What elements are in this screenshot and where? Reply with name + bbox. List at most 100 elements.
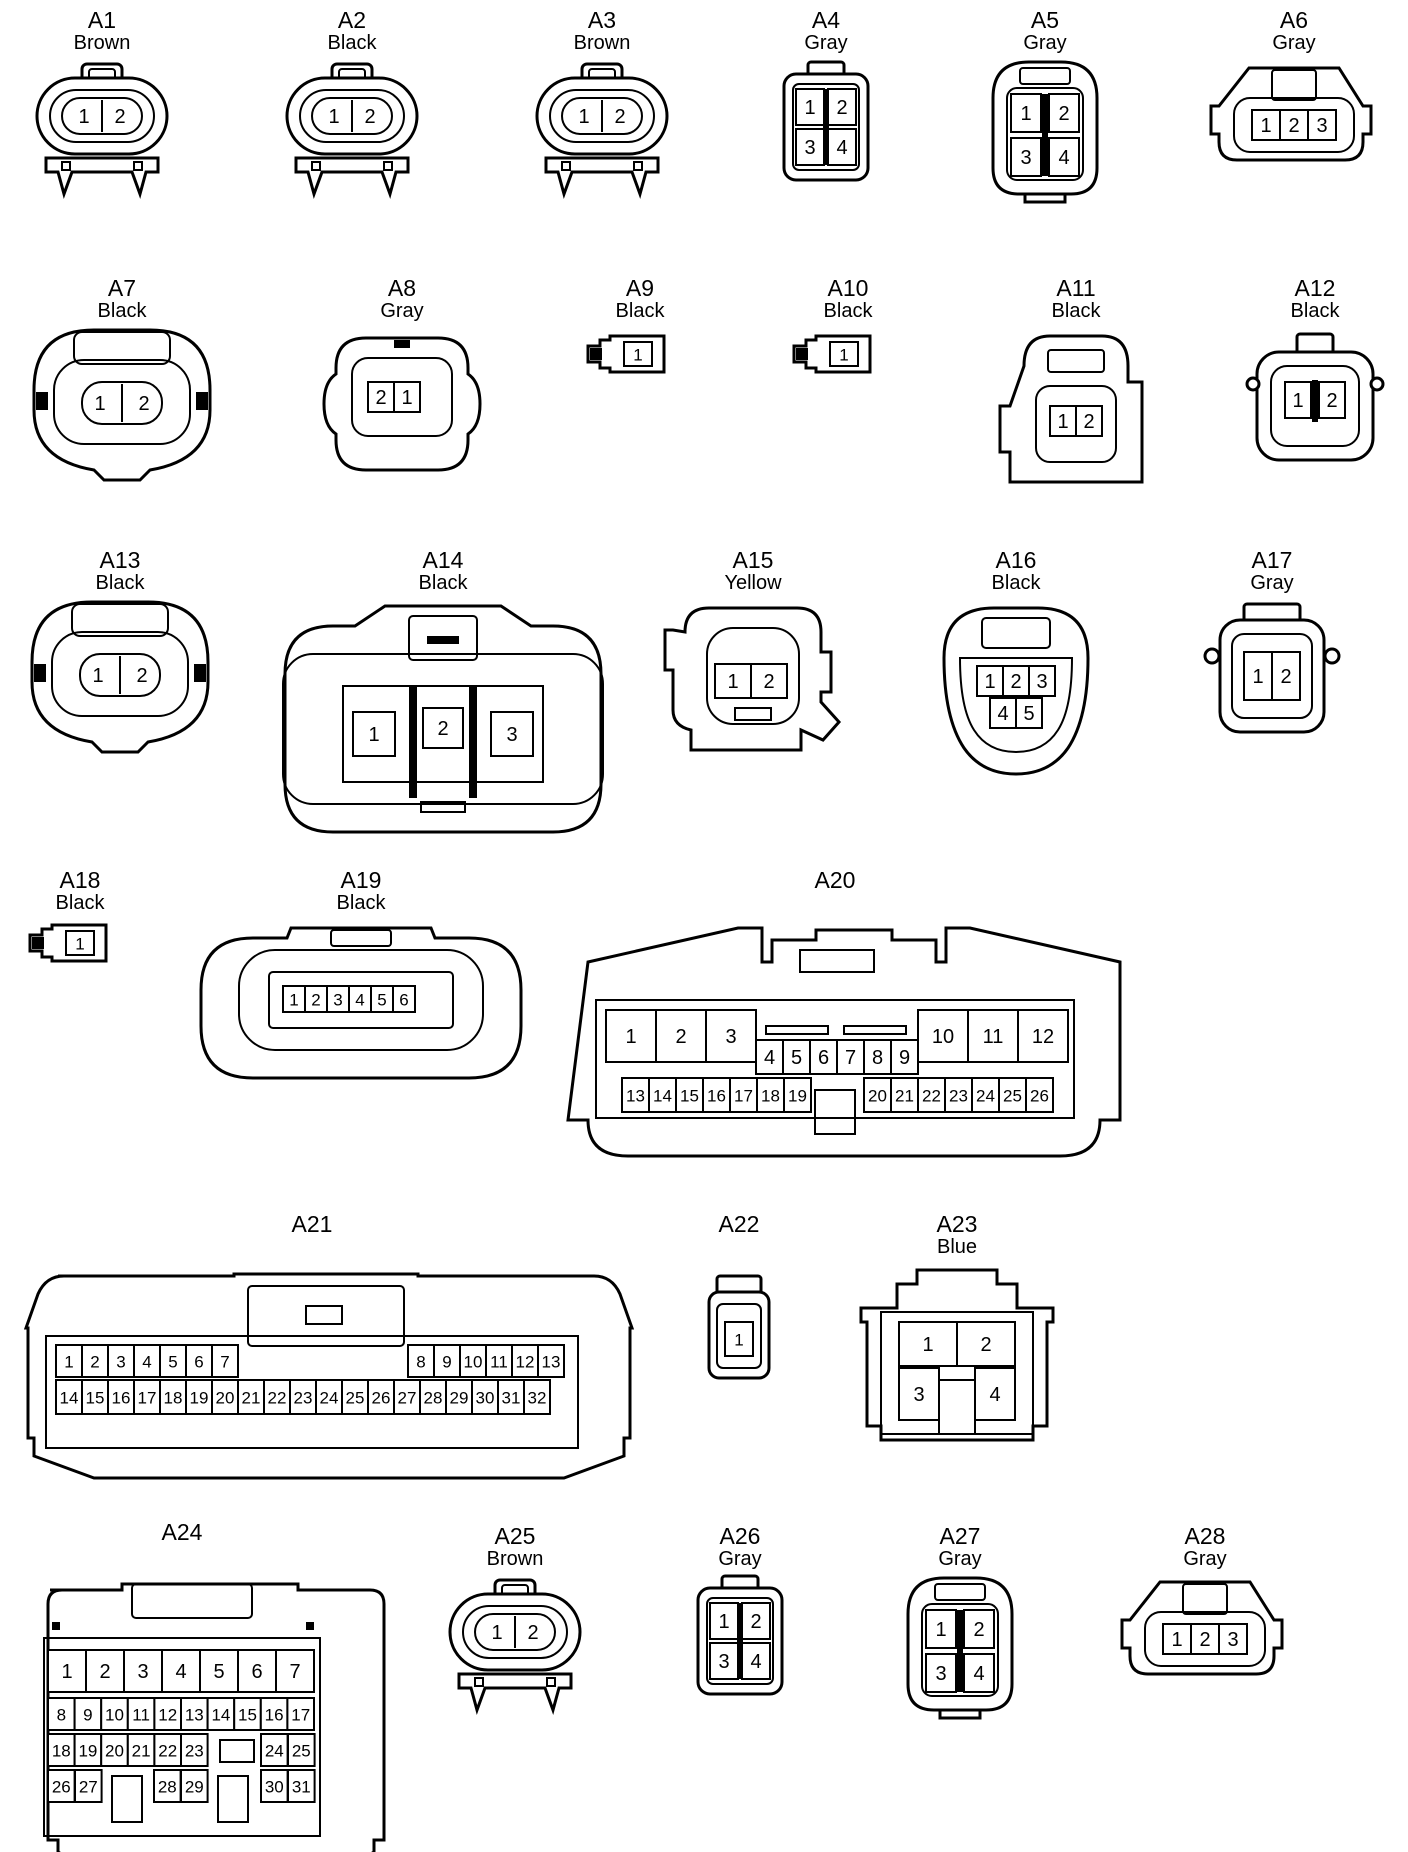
- connector-color-label: Black: [56, 892, 106, 914]
- pin-cavity: [1015, 697, 1043, 729]
- pin-number: 5: [213, 1661, 224, 1683]
- connector-id-label: A1: [88, 7, 116, 33]
- terminal-hole: [561, 161, 571, 171]
- pin-number: 1: [839, 346, 848, 365]
- pin-number: 7: [220, 1353, 229, 1372]
- connector-color-label: Black: [98, 300, 148, 322]
- pin-number: 11: [983, 1026, 1004, 1048]
- pin-cavity: [1025, 1077, 1054, 1113]
- housing-inner: [282, 653, 604, 805]
- pin-cavity: [1075, 405, 1103, 437]
- pin-cavity: [107, 1344, 135, 1378]
- connector-id-label: A13: [100, 547, 141, 573]
- pin-cavity: [419, 1379, 447, 1415]
- pin-cavity: [989, 697, 1017, 729]
- pin-cavity: [956, 1321, 1016, 1367]
- pin-number: 13: [626, 1087, 645, 1106]
- pin-cavity: [286, 1697, 315, 1731]
- pin-cavity: [259, 1697, 289, 1731]
- center-rib: [823, 89, 829, 165]
- pin-face: [61, 97, 143, 135]
- housing-inner: [1006, 87, 1084, 181]
- terminal-hole: [474, 1677, 484, 1687]
- pin-number: 3: [1316, 115, 1327, 137]
- pin-cavity: [1162, 1623, 1192, 1655]
- lock-ear: [196, 392, 208, 410]
- connector-color-label: Gray: [1250, 572, 1293, 594]
- pin-cavity: [133, 1379, 161, 1415]
- pin-face: [311, 97, 393, 135]
- pin-number: 31: [292, 1778, 311, 1797]
- pin-number: 15: [86, 1389, 105, 1408]
- connector-color-label: Gray: [380, 300, 423, 322]
- pin-number: 3: [913, 1384, 924, 1406]
- pin-number: 24: [265, 1742, 284, 1761]
- pin-cavity: [1307, 109, 1337, 141]
- lock-ear: [194, 664, 206, 682]
- rib: [409, 686, 417, 798]
- pin-number: 2: [375, 387, 386, 409]
- housing-inner: [43, 1637, 321, 1837]
- terminal-clip: [544, 156, 660, 199]
- pin-number: 10: [105, 1706, 124, 1725]
- pin-number: 5: [168, 1353, 177, 1372]
- pin-number: 3: [116, 1353, 125, 1372]
- latch-tab: [981, 617, 1051, 649]
- pin-number: 1: [804, 97, 815, 119]
- pin-number: 6: [194, 1353, 203, 1372]
- connector-id-label: A17: [1252, 547, 1293, 573]
- pin-number: 19: [78, 1742, 97, 1761]
- pin-number: 16: [707, 1087, 726, 1106]
- pin-cavity: [180, 1697, 209, 1731]
- pin-number: 5: [377, 991, 386, 1010]
- pin-number: 4: [142, 1353, 151, 1372]
- pin-number: 2: [1199, 1629, 1210, 1651]
- housing-inner: [462, 1605, 568, 1659]
- connector-color-label: Black: [96, 572, 146, 594]
- pin-number: 1: [401, 387, 412, 409]
- pin-number: 19: [788, 1087, 807, 1106]
- pin-number: 18: [761, 1087, 780, 1106]
- key: [734, 707, 772, 721]
- pin-number: 9: [899, 1047, 910, 1069]
- pin-face: [79, 653, 161, 697]
- keying-slot: [843, 1025, 907, 1035]
- pin-cavity: [159, 1379, 187, 1415]
- terminal-hole: [546, 1677, 556, 1687]
- pin-number: 24: [320, 1389, 339, 1408]
- pin-number: 2: [1288, 115, 1299, 137]
- pin-number: 23: [294, 1389, 313, 1408]
- housing-inner: [706, 627, 800, 725]
- pin-cavity: [393, 381, 421, 413]
- terminal-hole: [311, 161, 321, 171]
- pin-cavity: [407, 1344, 435, 1378]
- pin-cavity: [963, 1609, 995, 1649]
- connector-id-label: A18: [60, 867, 101, 893]
- pin-number: 6: [399, 991, 408, 1010]
- release-lever: [938, 1708, 982, 1720]
- pin-number: 16: [112, 1389, 131, 1408]
- pin-number: 12: [1032, 1026, 1054, 1048]
- pin-number: 9: [442, 1353, 451, 1372]
- pin-number: 1: [92, 665, 103, 687]
- pin-number: 17: [138, 1389, 157, 1408]
- pin-number: 25: [292, 1742, 311, 1761]
- connector-color-label: Brown: [487, 1548, 544, 1570]
- pin-number: 2: [364, 106, 375, 128]
- pin-cavity: [974, 1367, 1016, 1421]
- housing-inner: [1231, 633, 1313, 719]
- pin-number: 1: [625, 1026, 636, 1048]
- pin-cavity: [1218, 1623, 1248, 1655]
- connector-id-label: A28: [1185, 1523, 1226, 1549]
- pin-cavity: [422, 707, 464, 749]
- pin-cavity: [1017, 1009, 1069, 1063]
- pin-number: 29: [450, 1389, 469, 1408]
- pin-number: 2: [136, 665, 147, 687]
- pin-number: 3: [506, 724, 517, 746]
- terminal-hole: [383, 161, 393, 171]
- pin-number: 1: [734, 1331, 743, 1350]
- connector-color-label: Blue: [937, 1236, 977, 1258]
